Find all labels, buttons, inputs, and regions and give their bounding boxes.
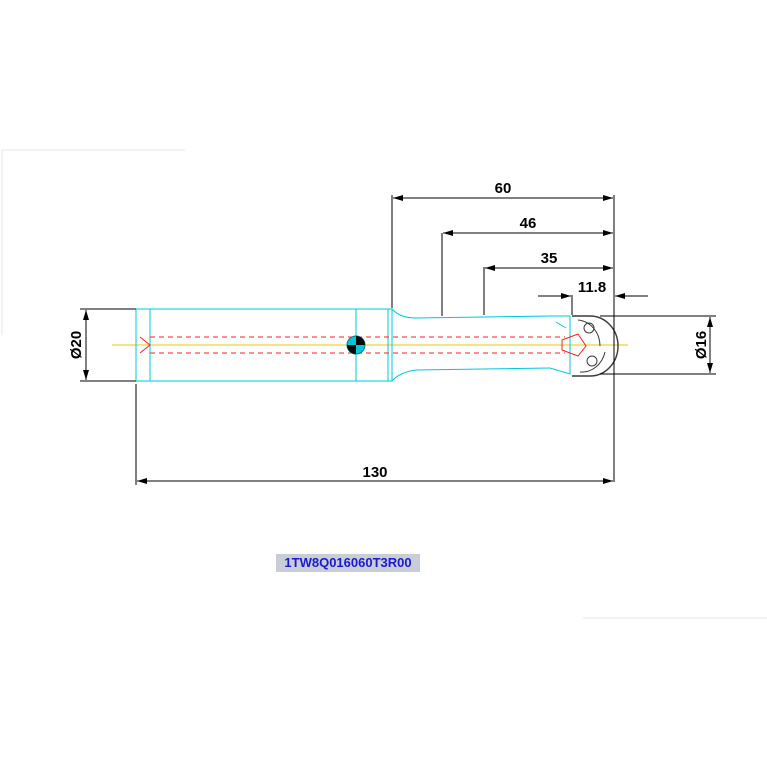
dim-46: 46 [520, 215, 537, 232]
insert-screw-top-icon [583, 322, 595, 334]
frame-lines [1, 149, 767, 619]
dim-11-8: 11.8 [578, 279, 606, 296]
cutting-head [549, 315, 619, 377]
dim-35: 35 [541, 250, 558, 267]
dim-dia-16: Ø16 [693, 331, 710, 359]
dimension-lines [80, 195, 716, 485]
insert-screw-bottom-icon [586, 355, 598, 367]
part-number-label: 1TW8Q016060T3R00 [276, 554, 420, 572]
channel-inlet [139, 336, 151, 354]
dim-60: 60 [495, 180, 512, 197]
dim-130: 130 [362, 464, 387, 481]
clamp-screw-icon [346, 335, 366, 355]
shank-outline [135, 308, 551, 382]
dim-dia-20: Ø20 [68, 331, 85, 359]
